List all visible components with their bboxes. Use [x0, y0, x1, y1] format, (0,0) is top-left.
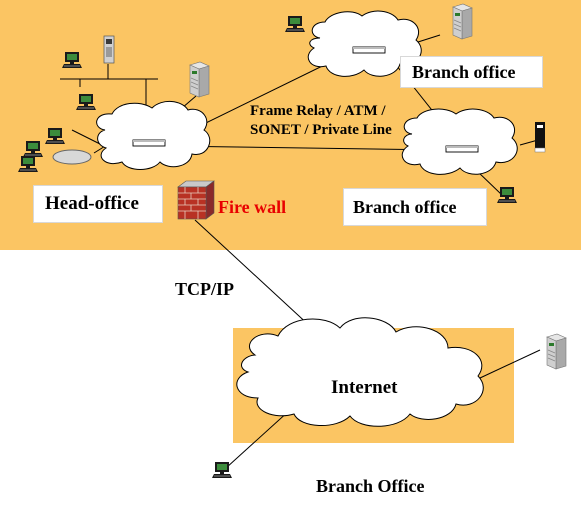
internet-label: Internet	[331, 377, 398, 398]
firewall-label: Fire wall	[218, 197, 287, 217]
computer-icon	[44, 127, 66, 145]
phone-icon	[103, 35, 115, 64]
link-firewall-to-internet	[194, 219, 313, 329]
computer-icon	[75, 93, 97, 111]
tcpip-label: TCP/IP	[175, 279, 235, 299]
hub-icon	[52, 149, 92, 165]
right-branch-box	[343, 188, 487, 226]
computer-icon	[22, 140, 44, 158]
router-icon	[132, 139, 166, 147]
computer-icon	[496, 186, 518, 204]
right-branch-label: Branch office	[353, 197, 457, 217]
head-office-box	[33, 185, 163, 223]
head-office-label: Head-office	[45, 193, 139, 214]
computer-icon	[17, 155, 39, 173]
branch-office-bottom-label: Branch Office	[316, 476, 425, 496]
computer-icon	[284, 15, 306, 33]
router-icon	[445, 145, 479, 153]
computer-icon	[211, 461, 233, 479]
link-internet-to-computer	[225, 409, 291, 469]
wan-label-line2: SONET / Private Line	[250, 122, 392, 138]
top-branch-box	[400, 56, 543, 88]
server-tower-icon	[189, 61, 210, 98]
brick-wall-icon	[177, 180, 215, 220]
wan-label-line1: Frame Relay / ATM /	[250, 103, 386, 119]
right-branch-cloud	[401, 108, 518, 175]
head-office-cloud	[96, 101, 211, 170]
server-tower-icon	[452, 3, 473, 40]
router-icon	[352, 46, 386, 54]
link-internet-to-server	[479, 349, 541, 379]
network-device-icon	[534, 122, 546, 153]
computer-icon	[61, 51, 83, 69]
server-tower-icon	[546, 333, 567, 370]
link-head-to-right-branch	[164, 145, 446, 151]
internet-cloud	[236, 317, 484, 427]
top-branch-label: Branch office	[412, 62, 516, 82]
